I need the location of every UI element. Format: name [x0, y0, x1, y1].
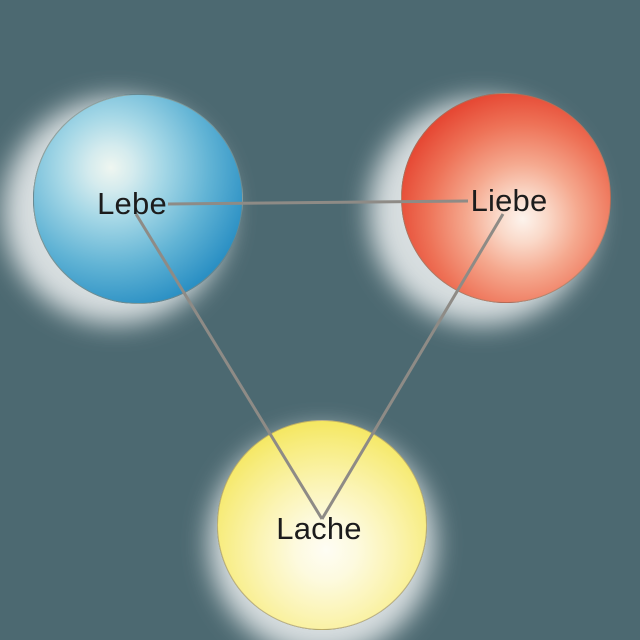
node-label-liebe: Liebe	[470, 183, 548, 218]
node-label-lache: Lache	[276, 511, 362, 546]
node-label-lebe: Lebe	[97, 186, 167, 221]
